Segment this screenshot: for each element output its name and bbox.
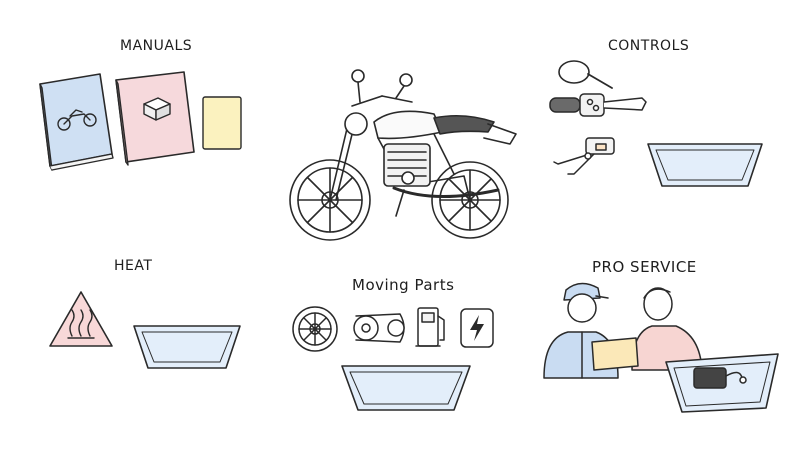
battery-icon xyxy=(693,367,747,389)
heat-label: HEAT xyxy=(114,258,153,274)
sticky-note-icon xyxy=(202,96,242,150)
controls-label: CONTROLS xyxy=(608,38,690,54)
drip-tray-heat-icon xyxy=(133,325,241,369)
manual-book-pink-icon xyxy=(115,71,195,166)
mirror-icon xyxy=(558,60,613,89)
chain-icon xyxy=(353,313,405,343)
lightning-icon xyxy=(460,308,494,348)
manuals-label: MANUALS xyxy=(120,38,193,54)
customer-icon xyxy=(631,287,703,371)
heat-warning-icon xyxy=(49,291,113,347)
motorcycle-icon xyxy=(289,69,517,241)
service-card-icon xyxy=(591,337,639,371)
handlebar-switch-icon xyxy=(549,93,647,117)
manual-book-blue-icon xyxy=(39,73,114,171)
wheel-icon xyxy=(292,306,338,352)
pro-service-label: PRO SERVICE xyxy=(592,258,697,276)
drip-tray-moving-parts-icon xyxy=(341,365,471,411)
fuel-pump-icon xyxy=(415,307,445,347)
brake-lever-icon xyxy=(553,137,615,175)
drip-tray-controls-icon xyxy=(647,143,763,187)
moving-parts-label: Moving Parts xyxy=(352,276,455,294)
